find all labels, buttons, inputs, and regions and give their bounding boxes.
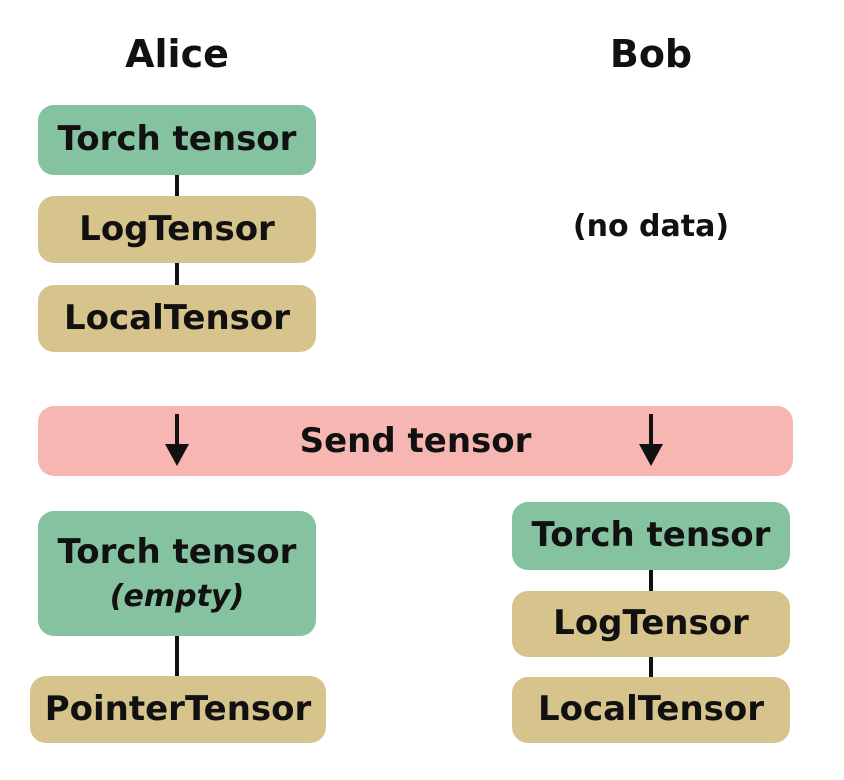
bob-no-data-note: (no data)	[572, 209, 730, 244]
alice-before-connector-1	[175, 175, 179, 196]
bob-log-tensor-label: LogTensor	[553, 603, 749, 644]
alice-log-tensor-before: LogTensor	[38, 196, 316, 263]
alice-local-tensor-before: LocalTensor	[38, 285, 316, 352]
alice-heading: Alice	[125, 32, 229, 76]
bob-down-arrow-icon	[639, 414, 663, 466]
bob-local-tensor-after: LocalTensor	[512, 677, 790, 743]
alice-torch-tensor-label: Torch tensor	[57, 119, 297, 160]
bob-after-connector-2	[649, 657, 653, 677]
alice-torch-tensor-after-label: Torch tensor	[57, 532, 297, 573]
alice-empty-note: (empty)	[109, 578, 245, 614]
send-tensor-banner: Send tensor	[38, 406, 793, 476]
alice-torch-tensor-after: Torch tensor (empty)	[38, 511, 316, 636]
bob-heading: Bob	[609, 32, 693, 76]
bob-log-tensor-after: LogTensor	[512, 591, 790, 657]
alice-after-connector	[175, 636, 179, 676]
alice-log-tensor-label: LogTensor	[79, 208, 275, 249]
alice-down-arrow-icon	[165, 414, 189, 466]
bob-after-connector-1	[649, 570, 653, 591]
alice-local-tensor-label: LocalTensor	[63, 297, 291, 338]
bob-local-tensor-label: LocalTensor	[537, 689, 765, 730]
bob-torch-tensor-after: Torch tensor	[512, 502, 790, 570]
alice-pointer-tensor-label: PointerTensor	[44, 688, 312, 729]
alice-before-connector-2	[175, 263, 179, 285]
bob-torch-tensor-label: Torch tensor	[531, 515, 771, 556]
send-tensor-label: Send tensor	[299, 421, 532, 461]
alice-torch-tensor-before: Torch tensor	[38, 105, 316, 175]
alice-pointer-tensor: PointerTensor	[30, 676, 326, 743]
